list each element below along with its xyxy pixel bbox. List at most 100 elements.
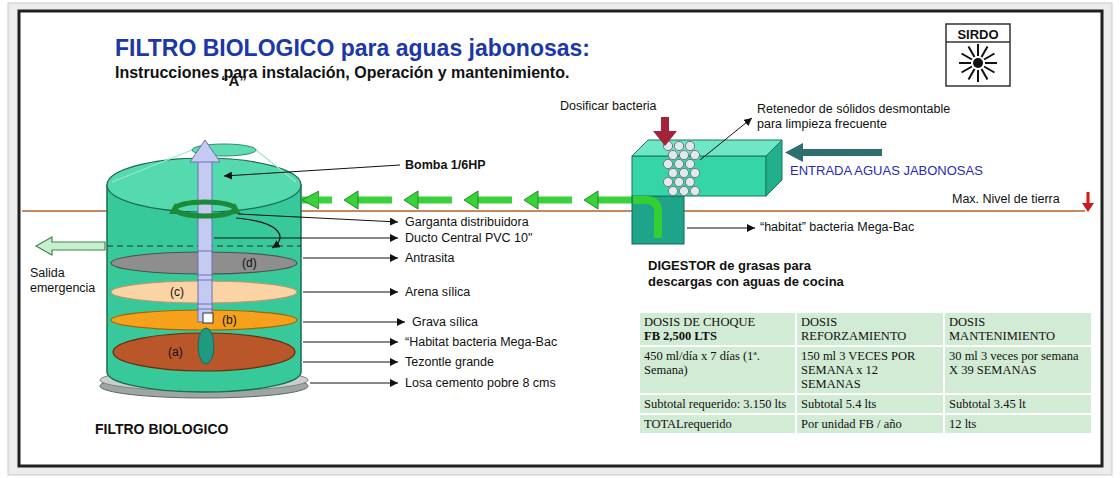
table-cell-text: TOTALrequerido [644, 417, 791, 431]
inlet-label: ENTRADA AGUAS JABONOSAS [790, 163, 983, 178]
part-label: Losa cemento pobre 8 cms [405, 376, 556, 391]
solids-retainer-ball [674, 141, 683, 150]
leader-line [303, 258, 398, 259]
flow-arrowhead [404, 191, 418, 209]
flow-loop [198, 328, 214, 364]
emergency-outlet-arrow [36, 237, 105, 255]
subtitle: Instrucciones para instalación, Operació… [115, 63, 569, 82]
table-cell: 30 ml 3 veces por semana X 39 SEMANAS [945, 347, 1091, 393]
tezontle-layer: (a) [112, 332, 296, 372]
shape-group [111, 280, 297, 304]
diagram-title: FILTRO BIOLOGICO para aguas jabonosas: [115, 34, 590, 62]
table-cell-text: 30 ml 3 veces por semana X 39 SEMANAS [949, 349, 1087, 377]
shape-group [111, 309, 297, 330]
logo-text: SIRDO [946, 27, 1010, 42]
part-label: Dosificar bacteria [560, 99, 657, 114]
shape-group [100, 140, 400, 398]
table-cell: Subtotal 3.45 lt [945, 395, 1091, 413]
digestor-heading: DIGESTOR de grasas para descargas con ag… [648, 258, 863, 290]
anthracite-layer: (d) [110, 251, 298, 275]
tank-heading: FILTRO BIOLOGICO [95, 421, 229, 438]
table-cell: DOSIS REFORZAMIENTO [797, 313, 943, 345]
habitat-chamber [632, 196, 684, 244]
table-cell-text: Subtotal requerido: 3.150 lts [644, 397, 791, 411]
solids-retainer-ball [679, 186, 688, 195]
solids-retainer-ball [690, 150, 699, 159]
solids-retainer-ball [679, 168, 688, 177]
leader-line [700, 118, 752, 160]
layer-letter: (c) [170, 285, 184, 299]
part-label: “Habitat bacteria Mega-Bac [405, 335, 557, 350]
table-cell: Por unidad FB / año [797, 415, 943, 433]
table-cell: DOSIS DE CHOQUEFB 2,500 LTS [640, 313, 795, 345]
central-duct [198, 251, 212, 275]
distributor-arrowhead [169, 203, 181, 214]
leader-line [687, 228, 755, 229]
shape-group [111, 251, 297, 275]
part-label: Bomba 1/6HP [405, 158, 486, 173]
leader-line [303, 292, 398, 293]
flow-arrowhead [584, 191, 598, 209]
layer-ellipse [111, 281, 297, 303]
shape-group [632, 117, 782, 244]
flow-curve [236, 218, 280, 248]
solids-retainer-ball [663, 177, 672, 186]
table-cell: 150 ml 3 VECES POR SEMANA x 12 SEMANAS [797, 347, 943, 393]
central-duct [198, 309, 212, 322]
table-cell-text: DOSIS DE CHOQUE [644, 315, 791, 329]
solids-retainer-ball [663, 159, 672, 168]
table-cell-text: DOSIS REFORZAMIENTO [801, 315, 939, 343]
layer-letter: (d) [242, 256, 257, 270]
central-duct [198, 280, 212, 304]
solids-retainer-ball [668, 150, 677, 159]
table-cell: Subtotal 5.4 lts [797, 395, 943, 413]
silica-sand-layer: (c) [110, 280, 298, 304]
frame-shadow [8, 3, 1112, 475]
central-duct [198, 160, 212, 322]
table-cell-text: Subtotal 3.45 lt [949, 397, 1087, 411]
inlet-arrowhead [785, 143, 803, 162]
silica-gravel-layer: (b) [110, 309, 298, 331]
distributor-ring [175, 202, 235, 216]
logo-rays [959, 44, 997, 82]
solids-retainer-ball [668, 168, 677, 177]
view-letter: “A” [221, 72, 247, 90]
solids-retainer-ball [674, 159, 683, 168]
part-label: Retenedor de sólidos desmontable para li… [757, 102, 972, 132]
table-cell: Subtotal requerido: 3.150 lts [640, 395, 795, 413]
solids-retainer-ball [668, 186, 677, 195]
duct-outlet [203, 313, 213, 323]
table-cell-text: FB 2,500 LTS [644, 329, 791, 343]
part-label: Ducto Central PVC 10" [405, 231, 532, 246]
solids-retainer-ball [679, 150, 688, 159]
leader-line [303, 342, 398, 343]
central-duct-arrowhead [190, 140, 220, 162]
table-cell: 450 ml/día x 7 días (1ª. Semana) [640, 347, 795, 393]
solids-retainer-ball [685, 141, 694, 150]
solids-retainer-ball [685, 177, 694, 186]
dosing-arrow-shaft [661, 117, 669, 131]
layer-letter: (a) [168, 345, 183, 359]
distributor-arrowhead [229, 203, 241, 214]
digestor-side [766, 140, 782, 196]
dosing-arrowhead [653, 131, 677, 146]
digestor-front [632, 156, 766, 196]
shape-group [113, 328, 295, 371]
part-label: Grava sílica [412, 315, 478, 330]
inlet-arrow-shaft [802, 149, 882, 156]
grease-digestor: DIGESTOR de grasas para descargas con ag… [632, 122, 867, 294]
solids-retainer-ball [674, 177, 683, 186]
layer-letter: (b) [222, 313, 237, 327]
leader-line [224, 165, 400, 176]
leader-line [303, 362, 398, 363]
leader-line [214, 238, 398, 239]
table-cell: DOSIS MANTENIMIENTO [945, 313, 1091, 345]
outlet-label: Salida emergencia [30, 266, 104, 296]
level-label: Max. Nivel de tierra [952, 192, 1060, 207]
anthracite-layer-outline [110, 251, 298, 275]
logo-sun [973, 58, 983, 68]
table-cell: 12 lts [945, 415, 1091, 433]
solids-retainer-ball [690, 168, 699, 177]
